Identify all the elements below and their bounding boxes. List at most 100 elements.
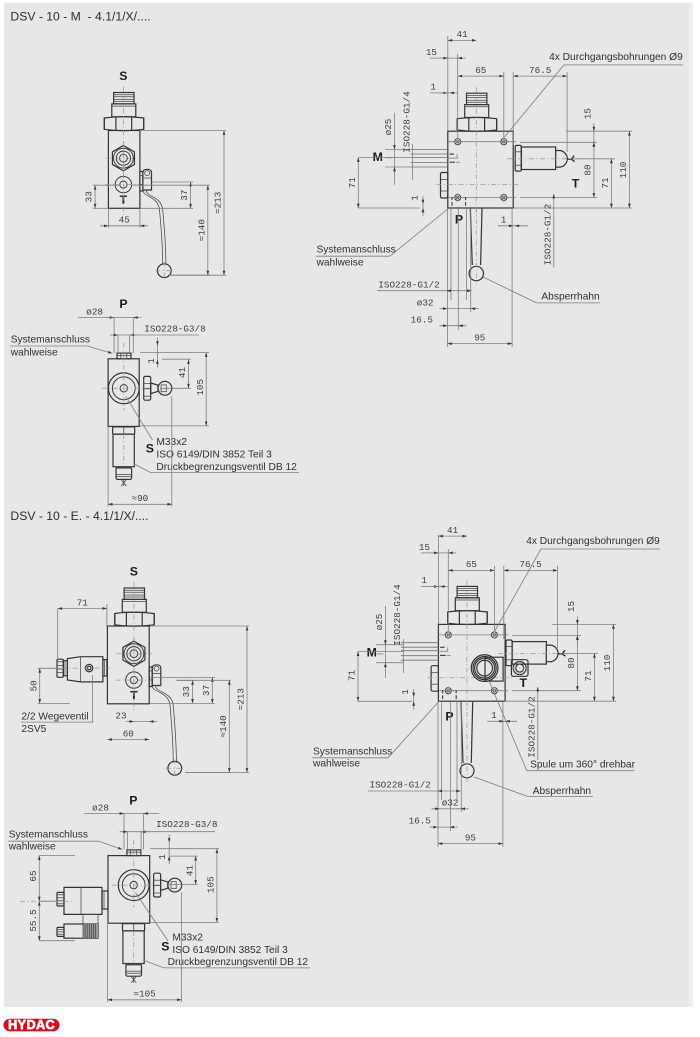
svg-text:33: 33 [181, 686, 192, 697]
svg-text:71: 71 [600, 177, 611, 189]
svg-text:37: 37 [201, 685, 212, 696]
svg-text:P: P [129, 794, 137, 808]
svg-text:Systemanschluss: Systemanschluss [313, 746, 392, 757]
svg-text:DSV - 10 - E. - 4.1/1/X/....: DSV - 10 - E. - 4.1/1/X/.... [10, 509, 148, 523]
svg-text:71: 71 [347, 670, 358, 682]
svg-text:ø32: ø32 [442, 798, 459, 809]
svg-text:Systemanschluss: Systemanschluss [11, 334, 90, 345]
svg-text:50: 50 [28, 680, 39, 691]
svg-text:Absperrhahn: Absperrhahn [533, 786, 591, 797]
svg-text:80: 80 [566, 657, 577, 668]
svg-text:Spule um 360° drehbar: Spule um 360° drehbar [530, 760, 635, 771]
svg-text:65: 65 [28, 870, 39, 881]
svg-text:1: 1 [491, 710, 497, 721]
svg-text:16.5: 16.5 [411, 315, 433, 326]
svg-text:41: 41 [184, 865, 195, 877]
svg-text:45: 45 [119, 215, 130, 226]
svg-text:HYDAC: HYDAC [8, 1018, 55, 1032]
svg-text:wahlweise: wahlweise [8, 842, 56, 853]
svg-text:1: 1 [400, 689, 411, 695]
svg-text:P: P [455, 212, 463, 226]
svg-text:2/2 Wegeventil: 2/2 Wegeventil [21, 711, 88, 722]
svg-text:95: 95 [474, 332, 485, 343]
svg-text:Druckbegrenzungsventil DB 12: Druckbegrenzungsventil DB 12 [156, 462, 297, 473]
svg-text:ISO228-G1/4: ISO228-G1/4 [392, 584, 403, 646]
svg-text:15: 15 [583, 108, 594, 119]
svg-text:≈213: ≈213 [213, 192, 224, 214]
svg-text:1: 1 [146, 358, 157, 364]
svg-text:ISO 6149/DIN 3852 Teil 3: ISO 6149/DIN 3852 Teil 3 [156, 450, 272, 461]
svg-text:105: 105 [206, 876, 217, 893]
svg-text:ø32: ø32 [417, 297, 434, 308]
svg-text:ø25: ø25 [383, 119, 394, 136]
svg-text:80: 80 [583, 164, 594, 175]
svg-text:DSV - 10 - M - 4.1/1/X/....: DSV - 10 - M - 4.1/1/X/.... [10, 10, 150, 24]
svg-text:Absperrhahn: Absperrhahn [541, 291, 599, 302]
svg-text:2SV5: 2SV5 [21, 724, 46, 735]
svg-text:wahlweise: wahlweise [10, 347, 58, 358]
svg-text:95: 95 [465, 832, 476, 843]
svg-text:ISO228-G1/2: ISO228-G1/2 [370, 780, 431, 791]
svg-text:1: 1 [410, 195, 421, 201]
svg-text:71: 71 [583, 670, 594, 682]
svg-text:4x Durchgangsbohrungen Ø9: 4x Durchgangsbohrungen Ø9 [549, 52, 683, 63]
svg-text:15: 15 [419, 542, 430, 553]
svg-text:1: 1 [421, 575, 427, 586]
svg-text:71: 71 [347, 177, 358, 189]
svg-text:33: 33 [84, 191, 95, 202]
svg-text:110: 110 [618, 162, 629, 179]
svg-text:1: 1 [430, 82, 436, 93]
svg-text:Systemanschluss: Systemanschluss [317, 245, 396, 256]
svg-text:ISO228-G3/8: ISO228-G3/8 [144, 324, 205, 335]
svg-text:76.5: 76.5 [529, 65, 551, 76]
svg-text:T: T [572, 177, 580, 191]
svg-text:S: S [146, 442, 154, 456]
svg-text:41: 41 [177, 367, 188, 379]
svg-text:65: 65 [466, 559, 477, 570]
svg-text:Systemanschluss: Systemanschluss [9, 830, 88, 841]
svg-text:ø25: ø25 [374, 614, 385, 631]
svg-text:41: 41 [457, 29, 469, 40]
svg-text:≈140: ≈140 [196, 219, 207, 241]
svg-text:37: 37 [179, 190, 190, 201]
svg-text:ISO228-G1/4: ISO228-G1/4 [401, 91, 412, 153]
svg-text:55.5: 55.5 [28, 909, 39, 931]
svg-text:wahlweise: wahlweise [316, 258, 364, 269]
svg-text:41: 41 [447, 525, 459, 536]
svg-text:ISO228-G1/2: ISO228-G1/2 [526, 696, 537, 757]
svg-text:wahlweise: wahlweise [312, 758, 360, 769]
svg-text:S: S [161, 939, 169, 953]
svg-text:M: M [373, 150, 383, 164]
svg-text:15: 15 [566, 601, 577, 612]
svg-text:ISO228-G1/2: ISO228-G1/2 [378, 280, 439, 291]
svg-text:1: 1 [157, 854, 168, 860]
svg-text:ISO228-G3/8: ISO228-G3/8 [156, 819, 217, 830]
svg-text:Druckbegrenzungsventil DB 12: Druckbegrenzungsventil DB 12 [168, 957, 309, 968]
svg-text:S: S [119, 69, 127, 83]
svg-text:16.5: 16.5 [409, 816, 431, 827]
svg-text:T: T [519, 676, 527, 690]
svg-text:P: P [119, 297, 127, 311]
svg-text:≈213: ≈213 [236, 688, 247, 710]
svg-text:M: M [367, 646, 377, 660]
svg-text:76.5: 76.5 [519, 559, 541, 570]
svg-text:65: 65 [475, 65, 486, 76]
svg-text:S: S [130, 565, 138, 579]
svg-text:4x Durchgangsbohrungen Ø9: 4x Durchgangsbohrungen Ø9 [526, 536, 660, 547]
svg-text:P: P [445, 710, 453, 724]
svg-text:ø28: ø28 [86, 306, 103, 317]
svg-text:ISO 6149/DIN 3852 Teil 3: ISO 6149/DIN 3852 Teil 3 [172, 945, 288, 956]
svg-text:ø28: ø28 [92, 802, 109, 813]
svg-text:≈140: ≈140 [218, 715, 229, 737]
svg-text:M33x2: M33x2 [172, 933, 203, 944]
svg-text:23: 23 [115, 711, 126, 722]
svg-text:15: 15 [426, 47, 437, 58]
svg-text:71: 71 [77, 597, 89, 608]
svg-text:≈90: ≈90 [132, 493, 149, 504]
svg-text:1: 1 [501, 214, 507, 225]
svg-text:105: 105 [195, 379, 206, 396]
svg-text:110: 110 [602, 655, 613, 672]
svg-text:ISO228-G1/2: ISO228-G1/2 [542, 204, 553, 265]
svg-text:60: 60 [123, 728, 134, 739]
svg-text:≈105: ≈105 [133, 989, 155, 1000]
